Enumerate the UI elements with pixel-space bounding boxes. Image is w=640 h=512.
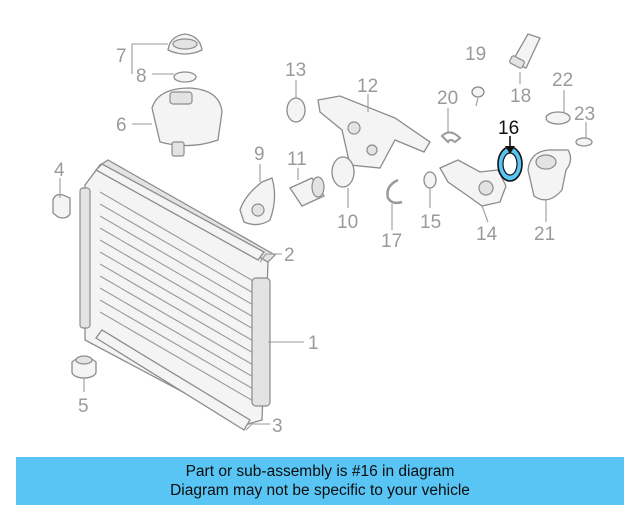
part-20-clip <box>440 131 462 144</box>
part-14-housing <box>439 159 507 207</box>
part-13-seal <box>286 97 306 123</box>
part-22-seal <box>545 111 571 125</box>
callout-5: 5 <box>78 396 89 417</box>
callout-1: 1 <box>308 333 319 354</box>
callout-23: 23 <box>574 104 595 125</box>
callout-9: 9 <box>254 144 265 165</box>
callout-2: 2 <box>284 245 295 266</box>
callout-15: 15 <box>420 212 441 233</box>
banner-line-1: Part or sub-assembly is #16 in diagram <box>185 463 455 480</box>
part-11-hose <box>289 176 325 207</box>
part-4-bracket <box>52 193 71 219</box>
leader-16-arrow <box>505 136 515 154</box>
coolant-flange <box>317 95 431 169</box>
callout-10: 10 <box>337 212 358 233</box>
parts-diagram: 1 2 3 4 5 6 7 8 9 10 11 12 13 14 15 16 1… <box>52 33 595 437</box>
lower-mount-bar <box>95 329 251 431</box>
leader-lines <box>59 43 587 431</box>
callout-4: 4 <box>54 160 65 181</box>
filler-cap <box>167 33 203 55</box>
callout-14: 14 <box>476 224 498 245</box>
callout-16: 16 <box>498 118 519 139</box>
part-15-oring <box>423 171 437 189</box>
part-10-gasket <box>331 156 355 188</box>
part-18-sensor <box>509 33 541 69</box>
part-23-oring <box>575 137 593 147</box>
callout-7: 7 <box>116 46 127 67</box>
upper-mount-bar <box>94 163 265 261</box>
part-5-mount <box>71 355 97 379</box>
callout-6: 6 <box>116 115 127 136</box>
part-21-housing <box>527 149 572 201</box>
callout-labels: 1 2 3 4 5 6 7 8 9 10 11 12 13 14 15 16 1… <box>54 44 595 437</box>
callout-20: 20 <box>437 88 458 109</box>
callout-13: 13 <box>285 60 306 81</box>
callout-17: 17 <box>381 231 402 252</box>
callout-22: 22 <box>552 70 573 91</box>
callout-3: 3 <box>272 416 283 437</box>
part-19-oring <box>471 86 485 98</box>
callout-8: 8 <box>136 66 147 87</box>
cap-seal <box>173 71 197 83</box>
part-16-seal-highlighted <box>497 146 523 182</box>
callout-19: 19 <box>465 44 486 65</box>
callout-11: 11 <box>287 149 307 170</box>
part-17-clip <box>386 178 403 205</box>
callout-21: 21 <box>534 224 555 245</box>
part-9-flange <box>239 177 276 226</box>
callout-12: 12 <box>357 76 378 97</box>
expansion-tank <box>151 87 223 157</box>
callout-18: 18 <box>510 86 531 107</box>
info-banner: Part or sub-assembly is #16 in diagram D… <box>16 457 624 505</box>
banner-line-2: Diagram may not be specific to your vehi… <box>170 482 470 499</box>
